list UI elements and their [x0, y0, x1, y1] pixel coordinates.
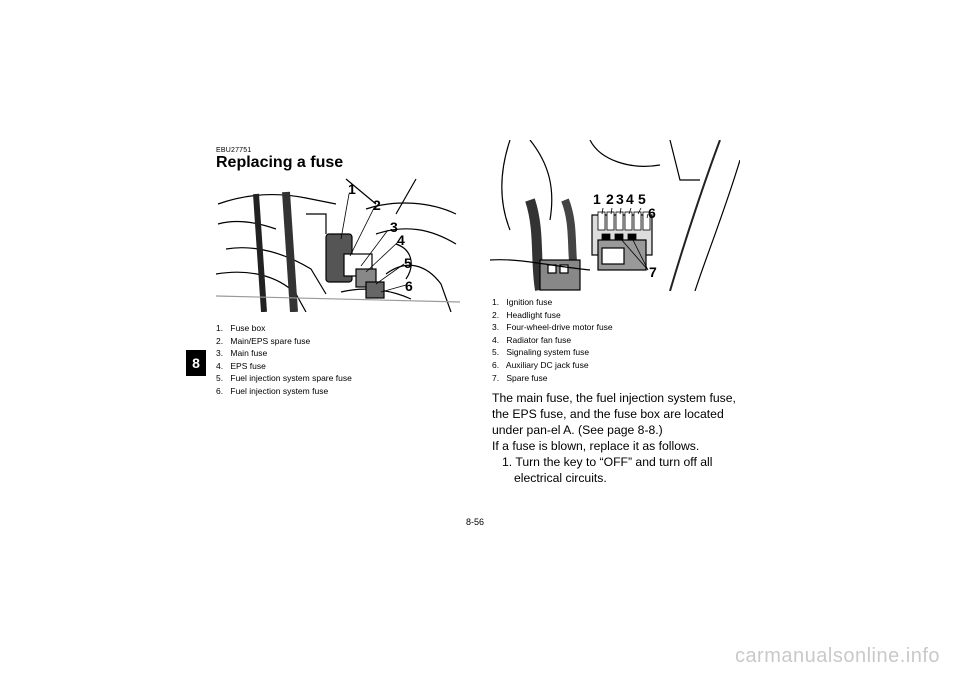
- legend-item-number: 2.: [492, 309, 500, 320]
- legend-item: 1. Fuse box: [216, 322, 352, 335]
- legend-item: 7. Spare fuse: [492, 372, 613, 385]
- body-text: The main fuse, the fuel injection system…: [492, 390, 742, 486]
- legend-item-number: 4.: [216, 360, 224, 371]
- figure2-callout-1: 1: [593, 191, 601, 207]
- legend-item-text: Ignition fuse: [506, 297, 553, 307]
- fuse-box-illustration: 1 2 3 4 5 6: [215, 174, 461, 313]
- legend-item-text: Four-wheel-drive motor fuse: [506, 322, 613, 333]
- legend-item: 4. Radiator fan fuse: [492, 334, 613, 347]
- fuse-box-detail-drawing: 1 2 3 4 5 6 7: [489, 139, 741, 292]
- page-number: 8-56: [466, 517, 485, 527]
- figure1-callout-1: 1: [348, 181, 356, 197]
- fuse-box-drawing: 1 2 3 4 5 6: [215, 178, 461, 313]
- legend-item: 4. EPS fuse: [216, 360, 352, 373]
- figure2-legend: 1. Ignition fuse 2. Headlight fuse 3. Fo…: [492, 296, 613, 384]
- figure1-callout-5: 5: [404, 255, 412, 271]
- chapter-tab: 8: [186, 350, 206, 376]
- legend-item-number: 1.: [492, 297, 500, 307]
- legend-item-text: EPS fuse: [230, 360, 266, 371]
- figure2-callout-6: 6: [648, 205, 656, 221]
- figure2-callout-2: 2: [606, 191, 614, 207]
- step-1: 1. Turn the key to “OFF” and turn off al…: [502, 455, 713, 485]
- legend-item-number: 5.: [216, 373, 224, 384]
- fuse-box-detail-illustration: 1 2 3 4 5 6 7: [489, 139, 741, 292]
- paragraph-fuse-location: The main fuse, the fuel injection system…: [492, 391, 736, 437]
- legend-item: 3. Main fuse: [216, 347, 352, 360]
- legend-item: 3. Four-wheel-drive motor fuse: [492, 321, 613, 334]
- legend-item: 2. Headlight fuse: [492, 309, 613, 322]
- section-title: Replacing a fuse: [216, 154, 344, 171]
- legend-item: 5. Fuel injection system spare fuse: [216, 372, 352, 385]
- figure1-callout-6: 6: [405, 278, 413, 294]
- legend-item-text: Main fuse: [230, 348, 268, 359]
- legend-item: 1. Ignition fuse: [492, 296, 613, 309]
- figure2-callout-5: 5: [638, 191, 646, 207]
- figure2-callout-4: 4: [626, 191, 634, 207]
- legend-item-number: 4.: [492, 334, 500, 345]
- legend-item: 6. Fuel injection system fuse: [216, 385, 352, 398]
- legend-item-number: 3.: [216, 348, 224, 359]
- figure1-callout-4: 4: [397, 232, 405, 248]
- figure1-callout-3: 3: [390, 219, 398, 235]
- paragraph-replace-intro: If a fuse is blown, replace it as follow…: [492, 439, 700, 453]
- legend-item-number: 2.: [216, 335, 224, 346]
- figure2-callout-7: 7: [649, 264, 657, 280]
- legend-item-text: Auxiliary DC jack fuse: [505, 359, 589, 370]
- figure1-legend: 1. Fuse box 2. Main/EPS spare fuse 3. Ma…: [216, 322, 352, 398]
- legend-item-text: Headlight fuse: [506, 309, 561, 320]
- legend-item-text: Radiator fan fuse: [506, 334, 572, 345]
- legend-item-number: 5.: [492, 347, 500, 358]
- legend-item: 2. Main/EPS spare fuse: [216, 335, 352, 348]
- legend-item-text: Fuse box: [230, 323, 266, 333]
- legend-item-number: 3.: [492, 322, 500, 333]
- legend-item: 5. Signaling system fuse: [492, 346, 613, 359]
- legend-item-number: 6.: [216, 385, 224, 396]
- legend-item-text: Fuel injection system fuse: [230, 385, 329, 396]
- legend-item-number: 1.: [216, 323, 224, 333]
- section-code: EBU27751: [216, 147, 252, 154]
- legend-item: 6. Auxiliary DC jack fuse: [492, 359, 613, 372]
- figure1-callout-2: 2: [373, 197, 381, 213]
- legend-item-number: 6.: [492, 359, 500, 370]
- watermark: carmanualsonline.info: [734, 645, 940, 667]
- legend-item-text: Spare fuse: [506, 372, 548, 383]
- figure2-callout-3: 3: [616, 191, 624, 207]
- legend-item-text: Signaling system fuse: [506, 347, 590, 358]
- legend-item-text: Fuel injection system spare fuse: [230, 373, 352, 384]
- legend-item-number: 7.: [492, 372, 500, 383]
- legend-item-text: Main/EPS spare fuse: [230, 335, 311, 346]
